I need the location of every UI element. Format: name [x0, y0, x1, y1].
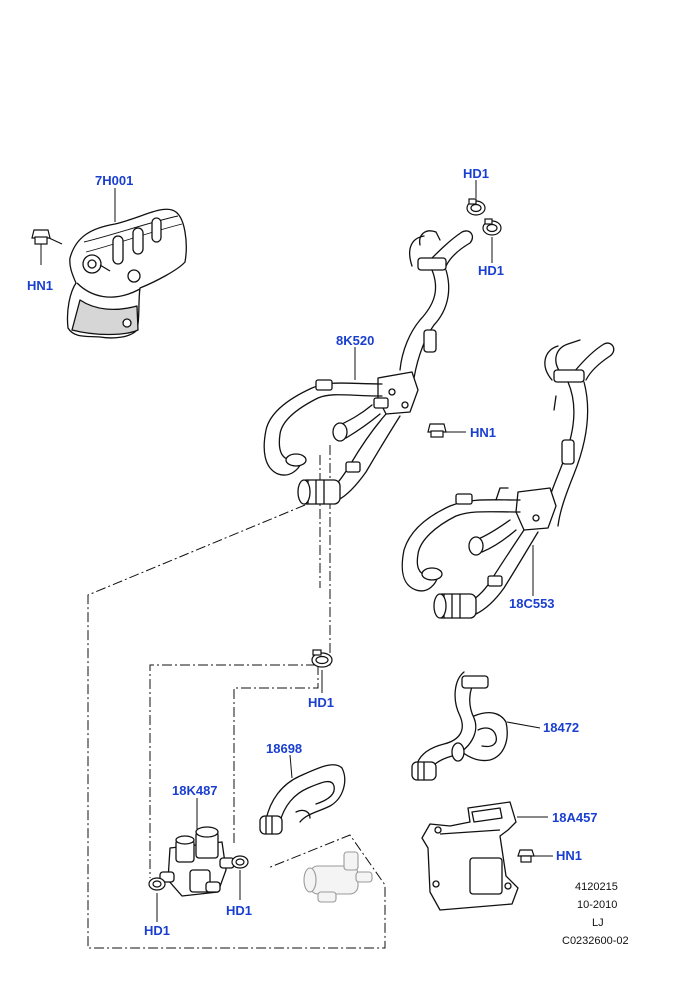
heater-hose-assembly-18c553[interactable] [401, 339, 615, 619]
callout-18698[interactable]: 18698 [266, 741, 303, 756]
nut-hn1-middle[interactable] [427, 423, 447, 438]
callout-hd1-top-a[interactable]: HD1 [463, 166, 490, 181]
nut-hn1-bracket[interactable] [517, 849, 535, 863]
reference-code: LJ [592, 917, 604, 929]
callout-hn1-bracket[interactable]: HN1 [556, 848, 583, 863]
illustration-code: C0232600-02 [562, 935, 629, 947]
heat-shield-7h001[interactable] [66, 208, 187, 339]
hose-clip-hd1-top-a[interactable] [466, 198, 486, 216]
callout-hd1-middle[interactable]: HD1 [308, 695, 335, 710]
hose-clip-hd1-top-b[interactable] [482, 218, 502, 236]
callout-18a457[interactable]: 18A457 [552, 810, 598, 825]
callout-7h001[interactable]: 7H001 [95, 173, 134, 188]
callout-hn1-middle[interactable]: HN1 [470, 425, 497, 440]
callout-hd1-valve-right[interactable]: HD1 [226, 903, 253, 918]
heater-valve-18k487[interactable] [159, 826, 235, 897]
bracket-18a457[interactable] [421, 801, 519, 911]
callout-hd1-top-b[interactable]: HD1 [478, 263, 505, 278]
callout-18472[interactable]: 18472 [543, 720, 580, 735]
callout-hn1-top-left[interactable]: HN1 [27, 278, 54, 293]
callout-18k487[interactable]: 18K487 [172, 783, 218, 798]
heater-hose-assembly-8k520[interactable] [263, 230, 474, 505]
leader-lines [40, 180, 553, 922]
hose-18472[interactable] [411, 671, 508, 781]
hose-clip-hd1-valve-right[interactable] [231, 855, 249, 869]
callout-8k520[interactable]: 8K520 [336, 333, 375, 348]
reference-number: 4120215 [575, 881, 618, 893]
hose-18698[interactable] [259, 764, 346, 835]
hose-clip-hd1-middle[interactable] [311, 649, 333, 668]
nut-hn1-top-left[interactable] [31, 229, 63, 245]
assembly-guide-lines [87, 445, 386, 949]
callout-18c553[interactable]: 18C553 [509, 596, 555, 611]
auxiliary-pump-reference [303, 851, 373, 903]
callout-hd1-valve-left[interactable]: HD1 [144, 923, 171, 938]
reference-date: 10-2010 [577, 899, 618, 911]
hose-clip-hd1-valve-left[interactable] [148, 877, 166, 891]
